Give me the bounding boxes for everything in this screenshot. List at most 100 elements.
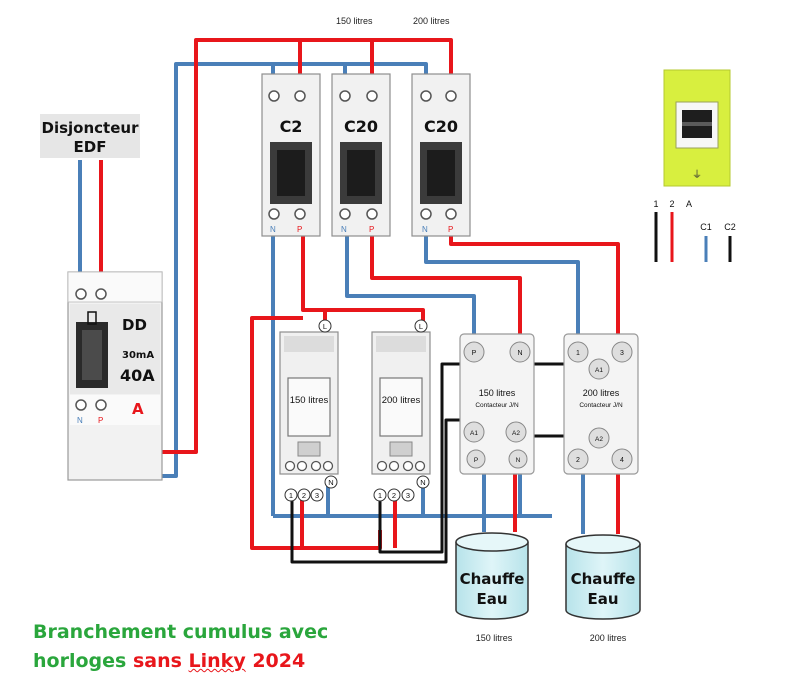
contactor-150-title: 150 litres [479, 388, 516, 398]
contactor-200: 1 3 A1 200 litres Contacteur J/N A2 2 4 [563, 333, 639, 475]
disjoncteur-line2: EDF [74, 138, 107, 156]
dd-terminal-bottom-p [95, 399, 107, 411]
dd-label: DD [122, 316, 147, 334]
contactor-200-1: 1 [576, 350, 580, 357]
clock-150-label: 150 litres [290, 395, 329, 406]
caption-part2: horloges [33, 650, 133, 672]
tank-200-line1: Chauffe [571, 570, 636, 588]
water-heater-150: Chauffe Eau 150 litres [455, 532, 529, 643]
dd-differential-breaker: DD 30mA 40A N P A [67, 271, 163, 481]
breaker-c20b-title: C20 [424, 117, 458, 136]
clock-200-t2 [387, 488, 401, 502]
breaker-c2-title: C2 [280, 117, 303, 136]
contactor-150: P N 150 litres Contacteur J/N A1 A2 P N [459, 333, 535, 475]
legend-c1: C1 [700, 222, 712, 232]
caption-part1: Branchement cumulus avec [33, 621, 329, 643]
contactor-200-a1: A1 [595, 367, 603, 374]
caption-part3: sans [132, 650, 189, 672]
top-label-150: 150 litres [336, 16, 373, 26]
dd-term-p: P [98, 416, 103, 425]
breaker-c20-200: C20 N P [411, 73, 471, 237]
breaker-c20b-p: P [448, 225, 453, 234]
disjoncteur-edf-label: Disjoncteur EDF [40, 114, 140, 158]
legend-1: 1 [653, 199, 658, 209]
dd-term-n: N [77, 416, 83, 425]
clock-200-label: 200 litres [382, 395, 421, 406]
diagram-caption: Branchement cumulus avec horloges sans Li… [33, 618, 373, 676]
tank-150-capacity: 150 litres [476, 633, 513, 643]
caption-part5: 2024 [245, 650, 306, 672]
contactor-150-p-bottom: P [474, 457, 478, 464]
breaker-c20-150: C20 N P [331, 73, 391, 237]
wire-contactor1-n-bottom [518, 470, 552, 518]
clock-200-t3-label: 3 [406, 491, 410, 500]
wire-c2-phase-down [301, 230, 425, 326]
dd-terminal-top-p [95, 288, 107, 300]
breaker-c2: C2 N P [261, 73, 321, 237]
dd-rating: 40A [120, 366, 155, 385]
top-label-200: 200 litres [413, 16, 450, 26]
clock-150-l-label: L [323, 322, 327, 331]
contactor-200-2: 2 [576, 457, 580, 464]
clock-150-t3-label: 3 [315, 491, 319, 500]
clock-200-t1 [373, 488, 387, 502]
disjoncteur-line1: Disjoncteur [42, 119, 140, 137]
breaker-c2-n: N [270, 225, 276, 234]
dd-letter: A [132, 400, 144, 418]
clock-200-n-terminal [416, 475, 430, 489]
contactor-150-p: P [472, 350, 477, 357]
breaker-c20a-n: N [341, 225, 347, 234]
tank-150-line2: Eau [476, 590, 507, 608]
caption-part4: Linky [188, 650, 246, 672]
contactor-200-3: 3 [620, 350, 624, 357]
clock-150: 150 litres [279, 331, 339, 475]
clock-200-t2-label: 2 [392, 491, 396, 500]
linky-meter: ⏚ [663, 69, 731, 187]
tank-200-capacity: 200 litres [590, 633, 627, 643]
clock-200-l-label: L [419, 322, 423, 331]
linky-plug-icon: ⏚ [692, 169, 702, 181]
phase-wires [99, 38, 674, 550]
clock-200-t1-label: 1 [378, 491, 382, 500]
wire-c20b-neutral [424, 230, 580, 334]
wire-legend: 1 2 A C1 C2 [653, 199, 735, 232]
clock-150-n-terminal [324, 475, 338, 489]
wire-c20b-phase [449, 230, 620, 334]
dd-terminal-bottom-n [75, 399, 87, 411]
legend-a: A [686, 199, 692, 209]
clock-150-t3 [310, 488, 324, 502]
tank-150-line1: Chauffe [460, 570, 525, 588]
contactor-150-a2: A2 [512, 430, 520, 437]
clock-150-n-label: N [328, 478, 333, 487]
tank-200-line2: Eau [587, 590, 618, 608]
contactor-150-n-bottom: N [516, 457, 521, 464]
dd-sensitivity: 30mA [122, 350, 154, 361]
clock-200-n-label: N [420, 478, 425, 487]
contactor-150-a1: A1 [470, 430, 478, 437]
contactor-150-sub: Contacteur J/N [475, 402, 519, 409]
clock-150-t2-label: 2 [302, 491, 306, 500]
clock-200: 200 litres [371, 331, 431, 475]
breaker-c20a-p: P [369, 225, 374, 234]
clock-150-t1 [284, 488, 298, 502]
wire-c20a-neutral [345, 230, 476, 334]
legend-c2: C2 [724, 222, 736, 232]
dd-terminal-top-n [75, 288, 87, 300]
wire-c20a-phase [370, 230, 522, 334]
breaker-c2-p: P [297, 225, 302, 234]
clock-200-l-terminal [414, 319, 428, 333]
contactor-200-a2: A2 [595, 436, 603, 443]
contactor-200-4: 4 [620, 457, 624, 464]
breaker-c20a-title: C20 [344, 117, 378, 136]
breaker-c20b-n: N [422, 225, 428, 234]
contactor-200-sub: Contacteur J/N [579, 402, 623, 409]
water-heater-200: Chauffe Eau 200 litres [565, 534, 641, 643]
clock-150-t1-label: 1 [289, 491, 293, 500]
contactor-150-n: N [517, 350, 522, 357]
legend-2: 2 [669, 199, 674, 209]
contactor-200-title: 200 litres [583, 388, 620, 398]
clock-200-t3 [401, 488, 415, 502]
clock-150-t2 [297, 488, 311, 502]
